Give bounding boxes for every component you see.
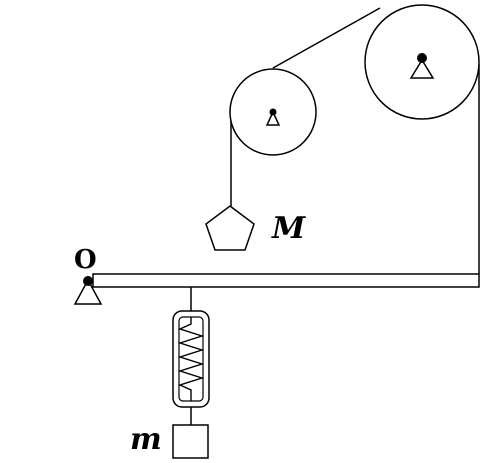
lever-outline [92, 273, 480, 288]
large-pulley-support-icon [409, 58, 435, 79]
pivot-point [83, 276, 93, 286]
spring-coil [177, 317, 205, 401]
large-pulley [364, 4, 480, 120]
hanging-mass-pentagon [205, 205, 255, 251]
pivot-support-icon [73, 278, 103, 305]
spring-mass-box [172, 424, 209, 459]
hanging-mass-label: M [271, 211, 306, 246]
small-pulley [229, 68, 317, 156]
string-between-pulleys [272, 7, 381, 69]
small-pulley-support-icon [265, 110, 281, 126]
lever-bar [92, 273, 480, 288]
spring-mass-label: m [130, 422, 162, 457]
pivot-label: O [74, 245, 97, 275]
